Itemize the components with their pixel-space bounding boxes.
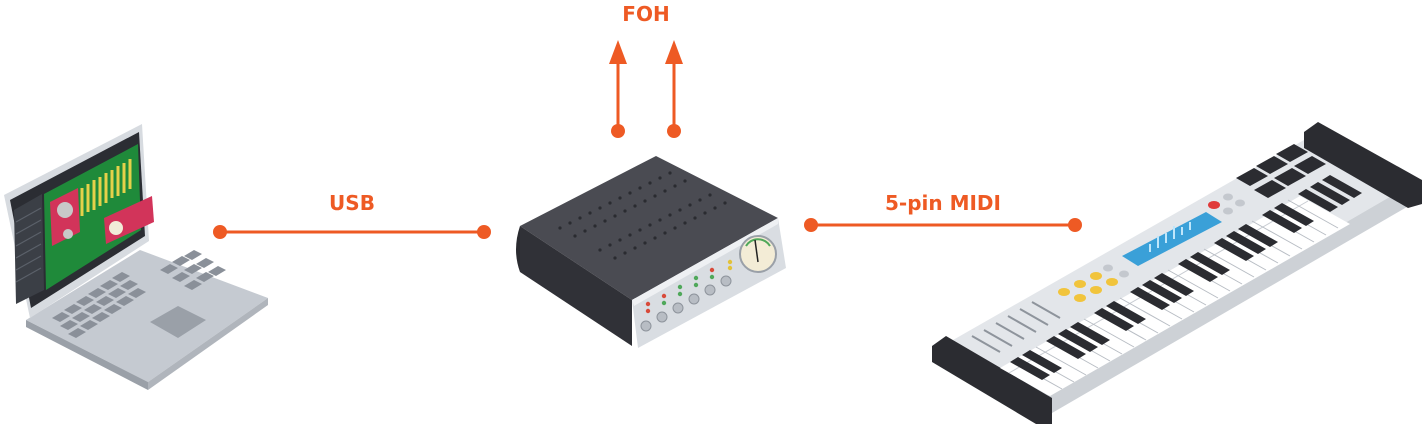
- usb-connection: USB: [213, 191, 491, 239]
- arrow-up-icon: [665, 40, 683, 138]
- usb-endpoint-right: [477, 225, 491, 239]
- midi-endpoint-left: [804, 218, 818, 232]
- midi-connection: 5-pin MIDI: [804, 191, 1082, 232]
- usb-endpoint-left: [213, 225, 227, 239]
- arrow-up-icon: [609, 40, 627, 138]
- usb-label: USB: [329, 191, 375, 215]
- midi-keyboard-icon: [932, 122, 1422, 424]
- laptop-icon: [4, 124, 268, 390]
- midi-endpoint-right: [1068, 218, 1082, 232]
- foh-label: FOH: [622, 2, 669, 26]
- foh-outputs: FOH: [609, 2, 683, 138]
- midi-label: 5-pin MIDI: [885, 191, 1001, 215]
- audio-interface-icon: [516, 156, 786, 348]
